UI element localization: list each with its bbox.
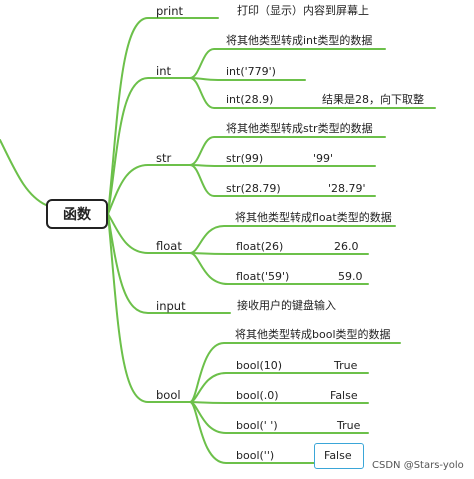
bool-note: 将其他类型转成bool类型的数据	[235, 328, 391, 341]
str-item-code[interactable]: str(28.79)	[226, 182, 281, 195]
edge-str-2	[189, 164, 376, 197]
incoming-edge	[0, 139, 47, 206]
edge-bool-4	[189, 401, 315, 464]
bool-item-code[interactable]: bool(.0)	[236, 389, 279, 402]
edge-int-2	[189, 77, 436, 109]
bool-item-code[interactable]: bool(' ')	[236, 419, 278, 432]
int-item-code[interactable]: int(28.9)	[226, 93, 274, 106]
edge-float-note	[189, 225, 396, 254]
float-item-code[interactable]: float(26)	[236, 240, 284, 253]
float-item-result: 26.0	[334, 240, 359, 253]
float-note: 将其他类型转成float类型的数据	[235, 211, 392, 224]
str-item-code[interactable]: str(99)	[226, 152, 264, 165]
branch-bool[interactable]: bool	[156, 388, 181, 402]
bool-item-result: False	[324, 449, 352, 462]
input-note: 接收用户的键盘输入	[237, 299, 336, 312]
branch-str[interactable]: str	[156, 151, 172, 165]
edge-float-2	[189, 252, 369, 285]
edge-str	[107, 164, 191, 215]
edge-str-1	[189, 164, 376, 167]
str-item-result: '28.79'	[328, 182, 366, 195]
bool-item-code[interactable]: bool('')	[236, 449, 275, 462]
branch-print[interactable]: print	[156, 4, 184, 18]
edge-float	[107, 213, 191, 254]
bool-item-result: True	[337, 419, 361, 432]
float-item-result: 59.0	[338, 270, 363, 283]
edge-str-note	[189, 136, 386, 166]
branch-float[interactable]: float	[156, 239, 182, 253]
bool-item-result: True	[334, 359, 358, 372]
int-item-result: 结果是28，向下取整	[322, 93, 424, 106]
print-note: 打印（显示）内容到屏幕上	[237, 4, 369, 17]
edge-bool-1	[189, 372, 369, 403]
branch-input[interactable]: input	[156, 299, 186, 313]
bool-item-code[interactable]: bool(10)	[236, 359, 283, 372]
edge-int-note	[189, 48, 386, 79]
int-note: 将其他类型转成int类型的数据	[226, 34, 373, 47]
edge-print	[107, 17, 219, 215]
root-node-functions[interactable]: 函数	[46, 199, 108, 229]
bool-item-result: False	[330, 389, 358, 402]
str-item-result: '99'	[313, 152, 334, 165]
branch-int[interactable]: int	[156, 64, 171, 78]
edge-bool	[107, 213, 191, 403]
int-item-code[interactable]: int('779')	[226, 65, 276, 78]
float-item-code[interactable]: float('59')	[236, 270, 290, 283]
edge-input	[107, 213, 231, 314]
watermark: CSDN @Stars-yolo	[372, 460, 464, 471]
str-note: 将其他类型转成str类型的数据	[226, 122, 373, 135]
edge-int	[107, 77, 191, 215]
highlighted-result-box[interactable]	[314, 443, 364, 469]
